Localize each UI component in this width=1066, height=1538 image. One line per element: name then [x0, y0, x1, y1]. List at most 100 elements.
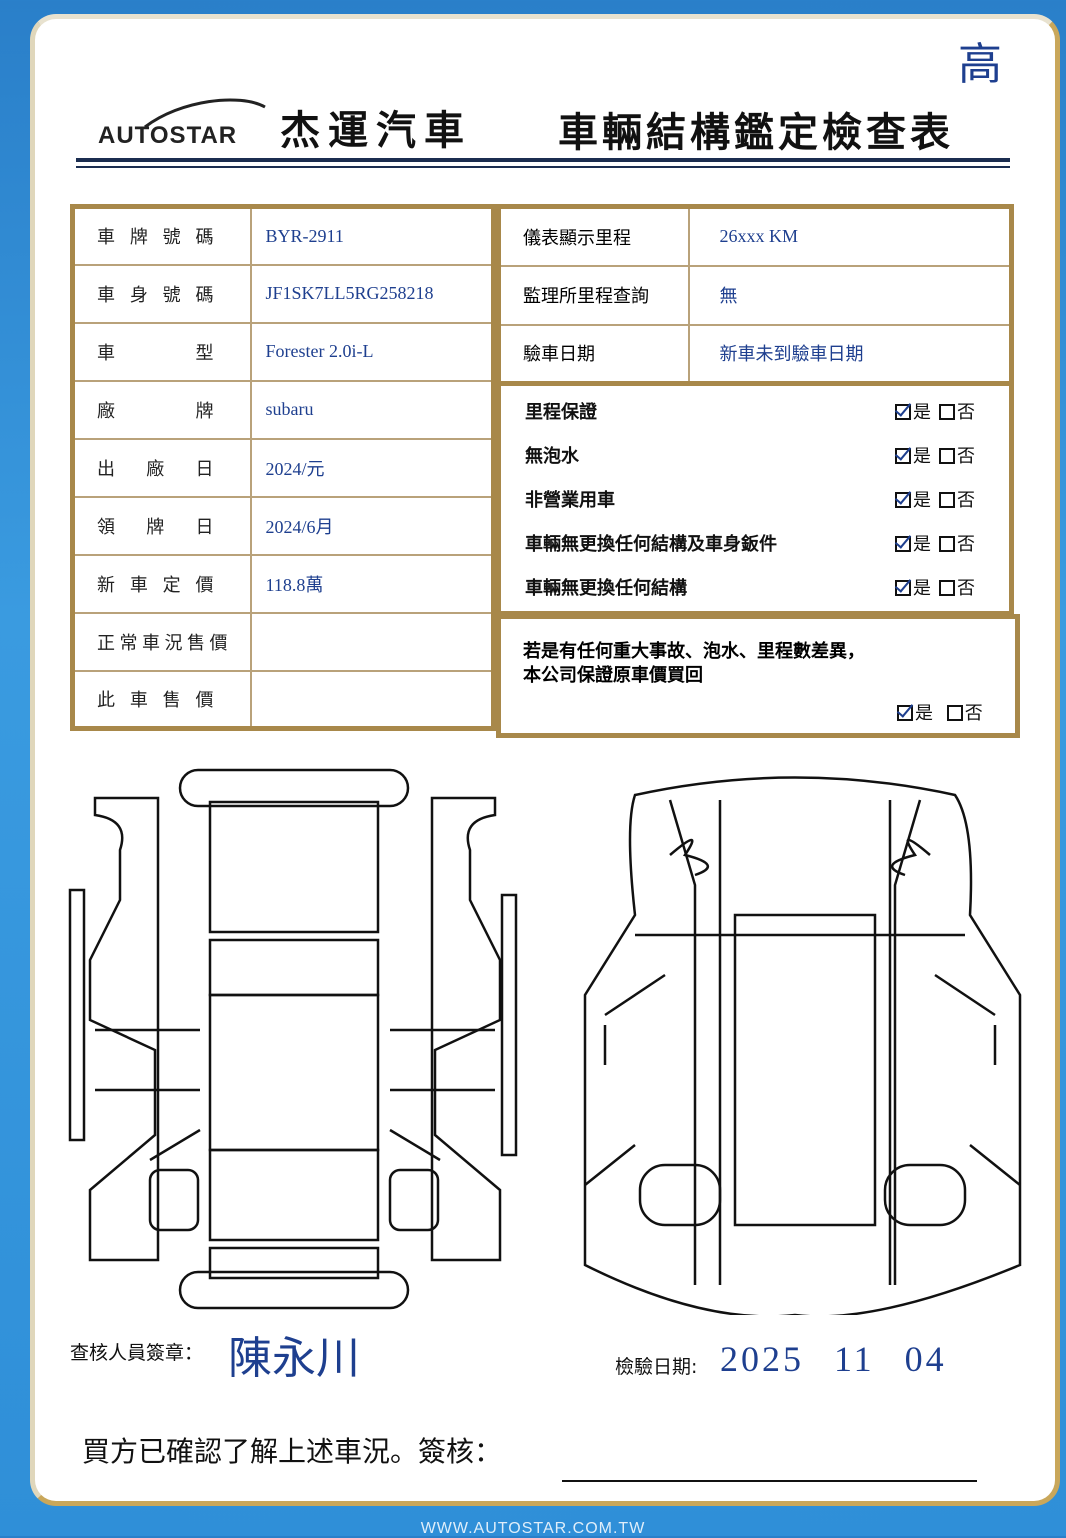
no-label: 否 — [957, 578, 975, 599]
no-checkbox[interactable] — [939, 580, 955, 596]
yes-label: 是 — [913, 534, 931, 555]
vehicle-info-row: 車牌號碼 BYR-2911 — [71, 205, 495, 266]
check-item-label: 無泡水 — [525, 446, 579, 467]
field-value: 2024/6月 — [249, 495, 495, 556]
check-item-yes-no: 是否 — [895, 442, 975, 468]
yes-checkbox[interactable] — [895, 580, 911, 596]
no-checkbox[interactable] — [939, 448, 955, 464]
field-value: 118.8萬 — [249, 553, 495, 614]
field-label: 出廠日 — [71, 437, 252, 498]
vehicle-info-row: 此車售價 — [71, 669, 495, 730]
no-label: 否 — [964, 703, 983, 724]
buyer-confirmation-label: 買方已確認了解上述車況。簽核： — [82, 1435, 503, 1468]
inspection-date-value: 2025 11 04 — [720, 1339, 947, 1379]
vehicle-info-row: 出廠日 2024/元 — [71, 437, 495, 498]
vehicle-info-row: 廠牌 subaru — [71, 379, 495, 440]
inspector-signature: 陳永川 — [228, 1334, 360, 1383]
inspector-label: 查核人員簽章： — [70, 1342, 204, 1364]
yes-label: 是 — [913, 446, 931, 467]
guarantee-line-2: 本公司保證原車價買回 — [523, 665, 703, 686]
field-value: BYR-2911 — [249, 205, 495, 266]
field-label: 驗車日期 — [497, 323, 690, 385]
no-label: 否 — [957, 402, 975, 423]
yes-label: 是 — [915, 703, 933, 724]
vehicle-info-row: 車身號碼 JF1SK7LL5RG258218 — [71, 263, 495, 324]
mileage-row: 監理所里程查詢無 — [497, 264, 1013, 326]
form-title: 車輛結構鑑定檢查表 — [558, 110, 954, 156]
inspection-date-label: 檢驗日期: — [615, 1356, 698, 1378]
guarantee-no-checkbox[interactable] — [946, 705, 963, 721]
field-label: 車牌號碼 — [71, 205, 252, 266]
field-label: 監理所里程查詢 — [497, 264, 690, 326]
yes-label: 是 — [913, 490, 931, 511]
check-item-label: 車輛無更換任何結構 — [525, 578, 687, 599]
field-label-text: 廠牌 — [97, 400, 228, 422]
corner-handwritten-mark: 高 — [958, 39, 1002, 90]
field-value: JF1SK7LL5RG258218 — [249, 263, 495, 324]
no-checkbox[interactable] — [939, 492, 955, 508]
checklist: 里程保證是否無泡水是否非營業用車是否車輛無更換任何結構及車身鈑件是否車輛無更換任… — [496, 380, 1014, 616]
field-value: 新車未到驗車日期 — [687, 323, 1013, 385]
car-frame-structure-diagram — [583, 776, 1022, 1315]
field-label: 廠牌 — [71, 379, 252, 440]
mileage-row: 驗車日期新車未到驗車日期 — [497, 323, 1013, 385]
autostar-logo: AUTOSTAR — [98, 122, 238, 149]
check-item-label: 里程保證 — [525, 402, 597, 423]
field-value — [249, 669, 495, 730]
field-label-text: 出廠日 — [97, 458, 228, 480]
field-label: 車身號碼 — [71, 263, 252, 324]
header-divider — [76, 158, 1010, 162]
vehicle-info-row: 新車定價 118.8萬 — [71, 553, 495, 614]
no-label: 否 — [957, 490, 975, 511]
field-label: 此車售價 — [71, 669, 252, 730]
field-value: 2024/元 — [249, 437, 495, 498]
field-label-text: 此車售價 — [97, 689, 228, 711]
field-label: 正常車況售價 — [71, 611, 252, 672]
check-item-yes-no: 是否 — [895, 574, 975, 600]
no-label: 否 — [957, 534, 975, 555]
field-value: Forester 2.0i-L — [249, 321, 495, 382]
field-value: subaru — [249, 379, 495, 440]
yes-checkbox[interactable] — [895, 536, 911, 552]
no-checkbox[interactable] — [939, 404, 955, 420]
yes-checkbox[interactable] — [895, 448, 911, 464]
field-value: 26xxx KM — [687, 205, 1013, 267]
buyer-signature-line[interactable] — [562, 1480, 977, 1482]
yes-checkbox[interactable] — [895, 492, 911, 508]
vehicle-info-row: 正常車況售價 — [71, 611, 495, 672]
vehicle-info-table: 車牌號碼 BYR-2911 車身號碼 JF1SK7LL5RG258218 車型 Fores… — [70, 204, 496, 731]
buyback-guarantee: 若是有任何重大事故、泡水、里程數差異， 本公司保證原車價買回 是 否 — [496, 614, 1020, 738]
field-label-text: 正常車況售價 — [97, 632, 228, 654]
check-item-yes-no: 是否 — [895, 486, 975, 512]
check-item-yes-no: 是否 — [895, 530, 975, 556]
no-checkbox[interactable] — [939, 536, 955, 552]
yes-checkbox[interactable] — [895, 404, 911, 420]
logo-swoosh-icon — [144, 98, 266, 129]
check-item-yes-no: 是否 — [895, 398, 975, 424]
field-label-text: 領牌日 — [97, 516, 228, 538]
field-label: 儀表顯示里程 — [497, 205, 690, 267]
website-url: WWW.AUTOSTAR.COM.TW — [420, 1520, 646, 1537]
field-label-text: 車型 — [97, 342, 228, 364]
no-label: 否 — [957, 446, 975, 467]
check-item-label: 非營業用車 — [525, 490, 615, 511]
yes-label: 是 — [913, 402, 931, 423]
vehicle-info-row: 車型 Forester 2.0i-L — [71, 321, 495, 382]
vehicle-info-row: 領牌日 2024/6月 — [71, 495, 495, 556]
field-label-text: 新車定價 — [97, 574, 228, 596]
field-label: 車型 — [71, 321, 252, 382]
field-label-text: 車身號碼 — [97, 284, 228, 306]
yes-label: 是 — [913, 578, 931, 599]
guarantee-line-1: 若是有任何重大事故、泡水、里程數差異， — [523, 641, 865, 662]
field-label-text: 車牌號碼 — [97, 227, 228, 249]
field-label: 領牌日 — [71, 495, 252, 556]
guarantee-yes-checkbox[interactable] — [897, 705, 913, 721]
guarantee-yes-no: 是 否 — [897, 699, 983, 725]
field-value — [249, 611, 495, 672]
header-divider-thin — [76, 166, 1010, 168]
check-item-label: 車輛無更換任何結構及車身鈑件 — [525, 534, 777, 555]
field-value: 無 — [687, 264, 1013, 326]
company-name: 杰運汽車 — [280, 108, 472, 154]
